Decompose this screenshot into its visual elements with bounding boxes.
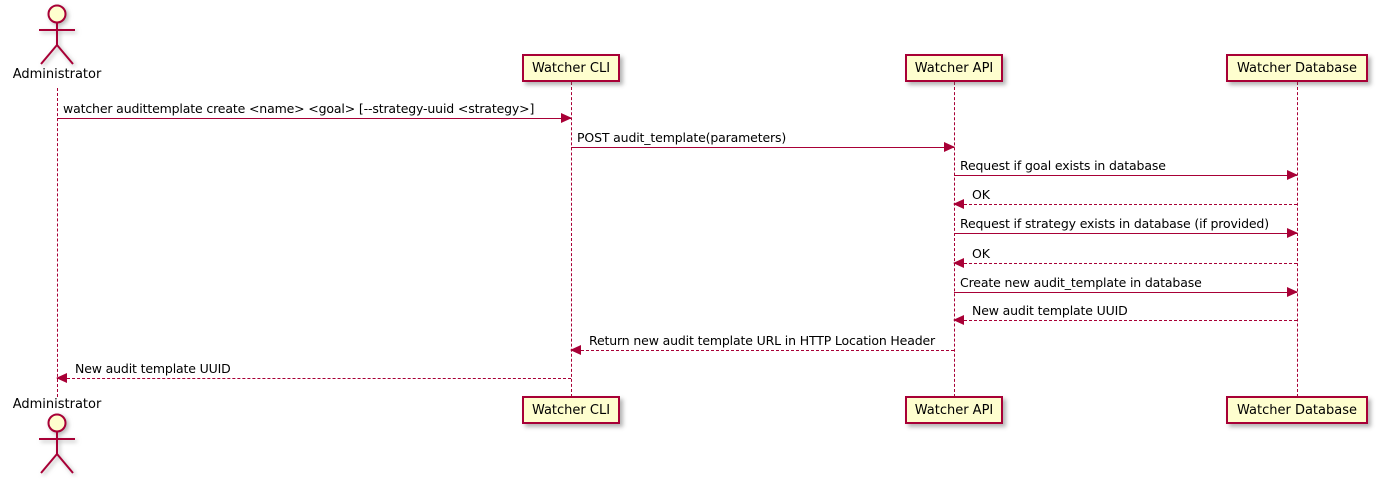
- message-4: OK: [953, 187, 1297, 209]
- message-3-label: Request if goal exists in database: [960, 158, 1166, 173]
- message-10: New audit template UUID: [56, 361, 571, 383]
- message-8: New audit template UUID: [953, 303, 1297, 325]
- message-7-label: Create new audit_template in database: [960, 275, 1202, 290]
- participant-watcher-api-top: Watcher API: [905, 54, 1003, 82]
- message-1-label: watcher audittemplate create <name> <goa…: [63, 101, 535, 116]
- actor-label-administrator-bottom: Administrator: [12, 397, 102, 412]
- arrowhead-right-icon: [944, 142, 955, 152]
- message-6-label: OK: [972, 246, 990, 261]
- message-5: Request if strategy exists in database (…: [954, 216, 1298, 238]
- message-8-label: New audit template UUID: [972, 303, 1128, 318]
- message-3: Request if goal exists in database: [954, 158, 1298, 180]
- actor-label-administrator-top: Administrator: [12, 67, 102, 82]
- actor-icon: [39, 4, 75, 65]
- message-2-label: POST audit_template(parameters): [577, 130, 787, 145]
- lifeline-watcher-database: [1297, 82, 1298, 397]
- message-9-label: Return new audit template URL in HTTP Lo…: [589, 333, 936, 348]
- lifeline-administrator: [57, 88, 58, 397]
- arrowhead-right-icon: [1287, 287, 1298, 297]
- arrowhead-left-icon: [56, 373, 67, 383]
- arrowhead-right-icon: [1287, 228, 1298, 238]
- arrowhead-right-icon: [1287, 170, 1298, 180]
- participant-watcher-cli-bottom: Watcher CLI: [522, 396, 620, 424]
- arrowhead-left-icon: [953, 258, 964, 268]
- participant-watcher-api-bottom: Watcher API: [905, 396, 1003, 424]
- arrowhead-left-icon: [953, 315, 964, 325]
- arrowhead-left-icon: [953, 199, 964, 209]
- arrowhead-right-icon: [561, 113, 572, 123]
- participant-watcher-database-bottom: Watcher Database: [1226, 396, 1368, 424]
- lifeline-watcher-api: [954, 82, 955, 397]
- message-1: watcher audittemplate create <name> <goa…: [57, 101, 572, 123]
- participant-watcher-database-top: Watcher Database: [1226, 54, 1368, 82]
- message-5-label: Request if strategy exists in database (…: [960, 216, 1269, 231]
- message-10-label: New audit template UUID: [75, 361, 231, 376]
- arrowhead-left-icon: [570, 345, 581, 355]
- actor-icon: [39, 413, 75, 474]
- message-9: Return new audit template URL in HTTP Lo…: [570, 333, 954, 355]
- message-6: OK: [953, 246, 1297, 268]
- lifeline-watcher-cli: [571, 82, 572, 397]
- message-7: Create new audit_template in database: [954, 275, 1298, 297]
- message-4-label: OK: [972, 187, 990, 202]
- message-2: POST audit_template(parameters): [571, 130, 955, 152]
- participant-watcher-cli-top: Watcher CLI: [522, 54, 620, 82]
